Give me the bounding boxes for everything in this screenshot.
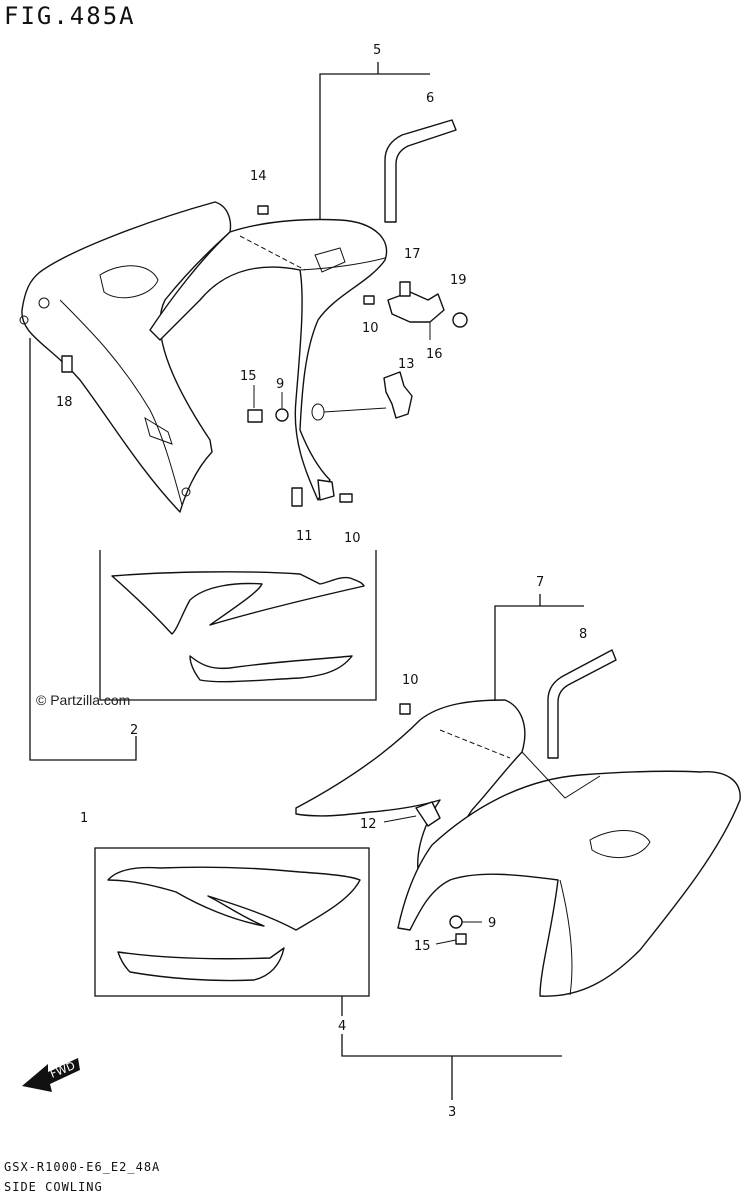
callout-4: 4 [338, 1019, 346, 1034]
hose-8 [547, 649, 617, 759]
callout-3: 3 [448, 1105, 456, 1120]
left-cowl-hole-a [38, 297, 50, 309]
callout-9-upper: 9 [276, 377, 284, 392]
left-upper-cowl-inner [59, 299, 183, 506]
callout-7: 7 [536, 575, 544, 590]
right-cowl-back-outline [521, 751, 601, 799]
leader-3-group [341, 1034, 562, 1057]
decal-box-2 [99, 550, 377, 701]
right-inner-hidden-line [439, 729, 511, 759]
footer-section-name: SIDE COWLING [4, 1180, 103, 1194]
callout-14: 14 [250, 169, 267, 184]
nut-19 [452, 312, 468, 328]
clip-10-bottom [317, 479, 335, 501]
bracket-16 [387, 291, 445, 323]
left-cowl-tab [144, 416, 173, 445]
fwd-arrow-icon: FWD [22, 1058, 80, 1092]
leader-5 [319, 73, 430, 226]
callout-19: 19 [450, 273, 467, 288]
pad-18 [61, 355, 73, 373]
decal-box-4 [94, 847, 370, 997]
inner-panel-grommet-hole [311, 403, 325, 421]
right-lower-cowl-inner [559, 879, 573, 996]
callout-2: 2 [130, 723, 138, 738]
screw-15-lower [455, 933, 467, 945]
inner-panel-bracket [314, 247, 346, 273]
callout-15-upper: 15 [240, 369, 257, 384]
bolt-10-upper [339, 493, 353, 503]
figure-title: FIG.485A [4, 2, 136, 30]
inner-panel-edge [299, 257, 386, 271]
callout-10-bottom: 10 [344, 531, 361, 546]
decal-2-stripe [189, 655, 353, 683]
leader-12 [383, 815, 417, 823]
left-cowl-lower-bolt [181, 487, 191, 497]
right-lower-cowl [397, 770, 741, 997]
washer-9-lower [449, 915, 463, 929]
hose-6 [384, 119, 457, 223]
callout-12: 12 [360, 817, 377, 832]
callout-16: 16 [426, 347, 443, 362]
screw-17 [399, 281, 411, 297]
pad-11 [291, 487, 303, 507]
decal-4-stripe [117, 947, 285, 982]
callout-1: 1 [80, 811, 88, 826]
leader-7 [494, 605, 584, 700]
footer-model-code: GSX-R1000-E6_E2_48A [4, 1160, 161, 1174]
bolt-10-lower [399, 703, 411, 715]
bracket-13 [383, 371, 413, 419]
callout-18: 18 [56, 395, 73, 410]
callout-labels: 1 2 3 4 5 6 7 8 9 9 10 10 10 11 12 13 14… [56, 43, 587, 1120]
decal-4-main [107, 866, 361, 931]
callout-10-mid: 10 [362, 321, 379, 336]
washer-9 [275, 408, 289, 422]
callout-9-lower: 9 [488, 916, 496, 931]
left-upper-cowl-vent [99, 265, 159, 299]
screw-15 [247, 409, 263, 423]
callout-17: 17 [404, 247, 421, 262]
callout-10-lower: 10 [402, 673, 419, 688]
callout-13: 13 [398, 357, 415, 372]
leader-15-lower [435, 939, 457, 945]
right-lower-cowl-vent [589, 830, 651, 859]
screw-14 [257, 205, 269, 215]
inner-panel-hidden-line [239, 235, 306, 271]
left-upper-cowl [21, 201, 232, 513]
bolt-10-mid [363, 295, 375, 305]
grommet-leader [323, 407, 387, 413]
leader-2-group [29, 338, 137, 761]
callout-6: 6 [426, 91, 434, 106]
decal-2-main [111, 571, 365, 635]
inner-cowl-panel [149, 218, 388, 501]
watermark-text: © Partzilla.com [36, 692, 131, 708]
right-inner-cowl-panel [295, 699, 526, 881]
left-cowl-hole-b [19, 315, 29, 325]
bracket-12 [415, 801, 441, 827]
callout-15-lower: 15 [414, 939, 431, 954]
callout-8: 8 [579, 627, 587, 642]
callout-5: 5 [373, 43, 381, 58]
callout-11: 11 [296, 529, 313, 544]
